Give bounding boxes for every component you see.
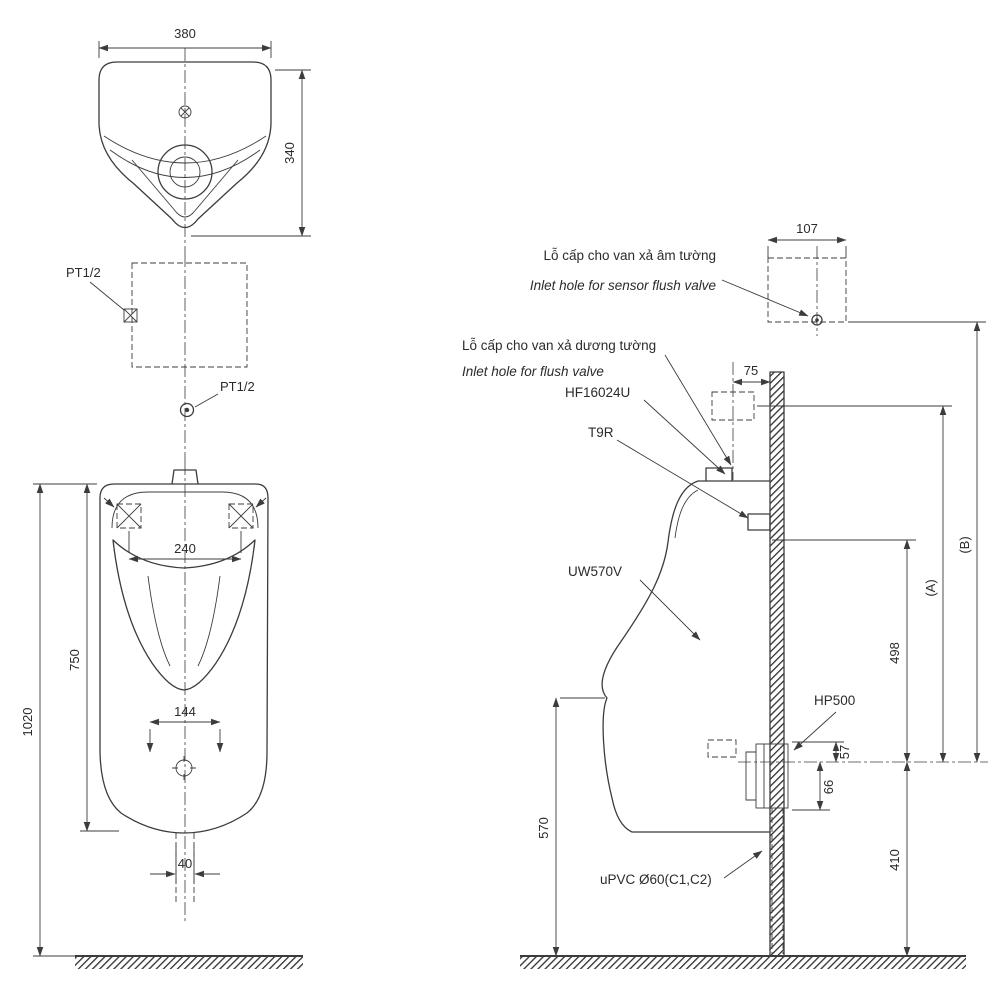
dim-40: 40: [178, 856, 192, 871]
side-view: 107 Lỗ cấp cho van xả âm tường Inlet hol…: [462, 221, 988, 969]
front-view: 240 144 40 750 1020: [20, 462, 303, 969]
upvc-leader: [723, 850, 763, 879]
sensor-inlet-hole: [811, 314, 823, 326]
pt12-mid-leader: [194, 393, 219, 408]
dim-144: 144: [174, 704, 196, 719]
dim-75: 75: [744, 363, 758, 378]
dim-340: 340: [282, 142, 297, 164]
dim-570: 570: [536, 817, 551, 839]
dim-b: (B): [957, 536, 972, 553]
label-pt12-mid: PT1/2: [220, 379, 255, 394]
inlet-circle-center: [184, 407, 190, 413]
plan-rim-curve-2: [109, 149, 261, 178]
dim-a: (A): [923, 579, 938, 596]
plan-view: 380 340: [98, 26, 311, 254]
t9r-leader: [616, 439, 749, 519]
hanger-bracket-right: [228, 503, 254, 529]
front-bowl-arc-left: [147, 575, 171, 667]
label-t9r: T9R: [588, 425, 614, 440]
hanger-bracket-left: [116, 503, 142, 529]
top-spud-fitting: [705, 467, 733, 482]
front-outline: [99, 483, 269, 834]
sensor-valve-leader: [721, 279, 809, 317]
dim-107-ext: [767, 246, 847, 258]
plan-screw-cross: [180, 107, 190, 117]
dim-40-ext: [175, 845, 195, 884]
label-uw570v: UW570V: [568, 564, 622, 579]
profile-inner-rim: [674, 489, 699, 539]
bracket-arrow-left: [103, 497, 115, 508]
supply-rough-in: PT1/2 PT1/2: [66, 254, 255, 462]
hp500-leader: [793, 711, 837, 751]
wall-spud-t9r: [747, 513, 771, 531]
label-upvc: uPVC Ø60(C1,C2): [600, 872, 712, 887]
hanger-bracket-left-cross: [116, 503, 142, 529]
dim-240: 240: [174, 541, 196, 556]
outlet-fitting-detail: [745, 744, 765, 808]
sensor-inlet-center: [815, 318, 819, 322]
pt-fitting-cross: [123, 308, 138, 323]
inlet-circle: [179, 402, 195, 418]
uw570v-leader: [639, 579, 701, 641]
front-drain: [175, 759, 193, 777]
dim-107: 107: [796, 221, 818, 236]
flush-valve-leader: [664, 354, 732, 466]
front-drain-ticks: [172, 756, 196, 780]
dim-410: 410: [887, 849, 902, 871]
label-sensor-valve-en: Inlet hole for sensor flush valve: [530, 278, 716, 293]
label-flush-valve-vi: Lỗ cấp cho van xả dương tường: [462, 338, 656, 353]
dim-750: 750: [67, 649, 82, 671]
label-hf16024u: HF16024U: [565, 385, 630, 400]
dim-498: 498: [887, 642, 902, 664]
dim-240-ext: [128, 531, 242, 553]
front-bowl-opening: [112, 539, 256, 691]
front-outlet-dashed: [175, 833, 195, 903]
label-hp500: HP500: [814, 693, 855, 708]
hf16024u-leader: [643, 399, 726, 475]
outlet-pipe-dashed: [771, 808, 784, 954]
dim-57: 57: [837, 745, 852, 759]
hanger-bracket-right-cross: [228, 503, 254, 529]
pt12-top-leader: [89, 281, 125, 311]
side-floor-hatch: [520, 956, 966, 969]
concealed-valve-box: [131, 262, 248, 368]
label-sensor-valve-vi: Lỗ cấp cho van xả âm tường: [544, 248, 717, 263]
label-pt12-top: PT1/2: [66, 265, 101, 280]
plan-spreader: [131, 159, 239, 218]
profile-front-curve: [601, 480, 771, 833]
bracket-arrow-right: [255, 497, 267, 508]
pt-fitting-symbol: [123, 308, 138, 323]
sensor-valve-box: [767, 257, 847, 323]
wall-hatch: [770, 372, 784, 956]
exposed-valve-box: [711, 391, 755, 421]
front-bowl-arc-right: [197, 575, 221, 667]
dim-380: 380: [174, 26, 196, 41]
label-flush-valve-en: Inlet hole for flush valve: [462, 364, 604, 379]
dim-66: 66: [821, 780, 836, 794]
front-floor-hatch: [75, 956, 303, 969]
outlet-knockout-dashed: [707, 739, 737, 758]
wall-edges: [769, 371, 785, 957]
plan-outline: [98, 61, 272, 229]
dim-1020: 1020: [20, 708, 35, 737]
